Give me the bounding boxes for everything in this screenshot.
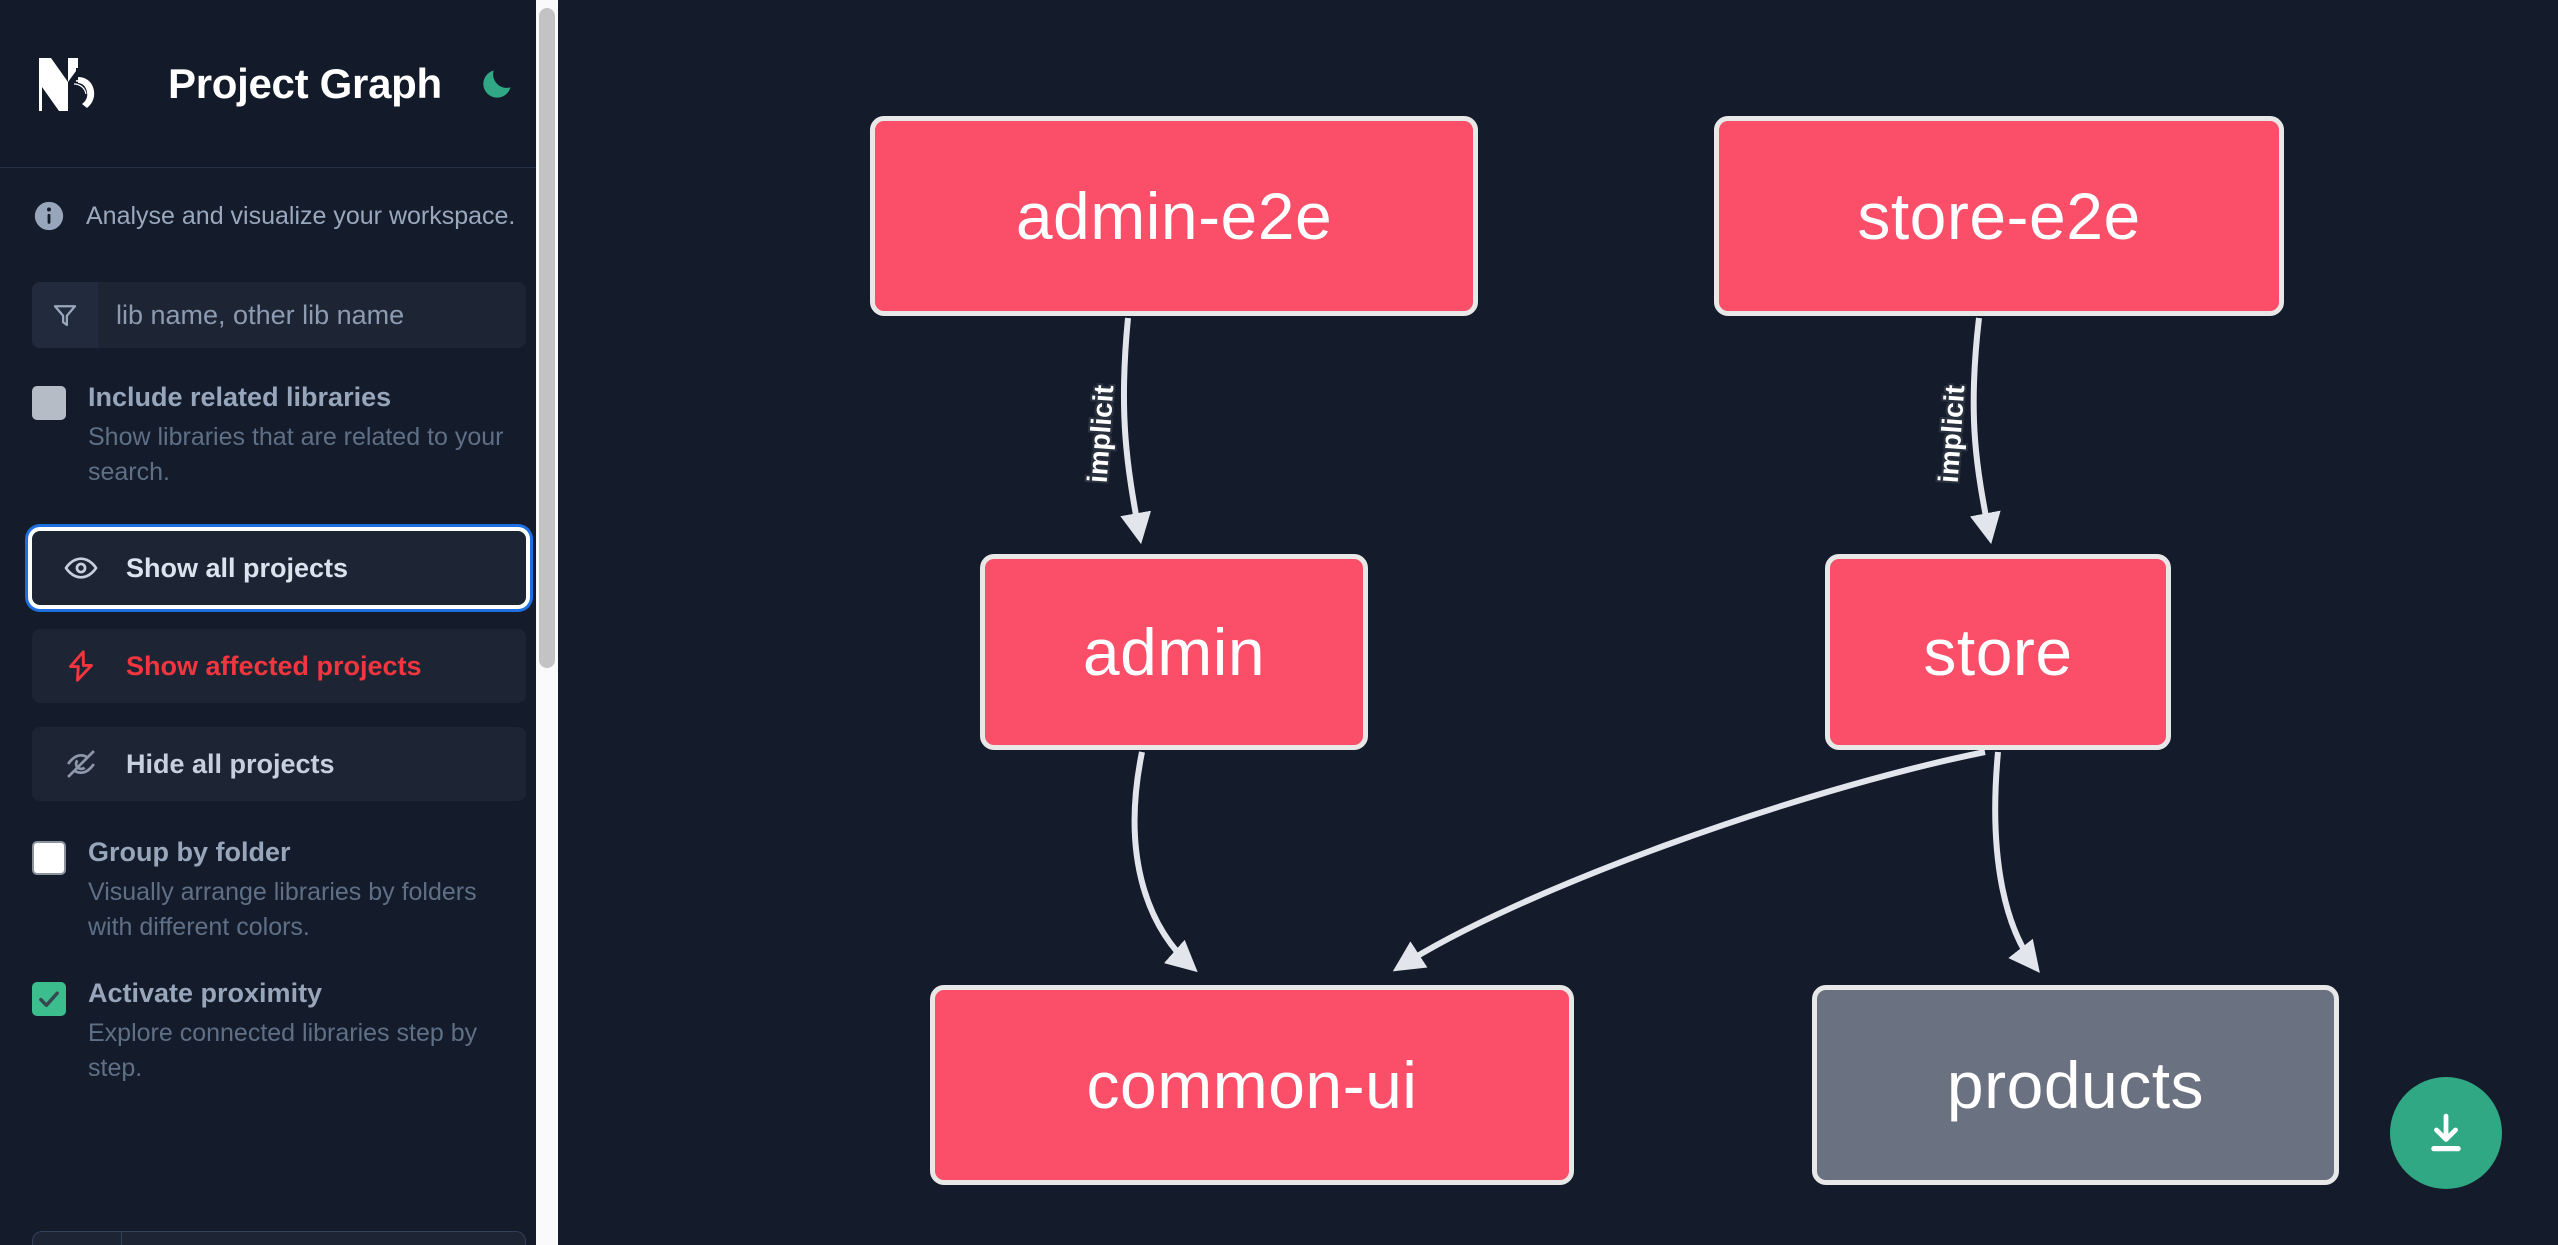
- graph-canvas[interactable]: admin-e2e store-e2e admin store common-u…: [558, 0, 2558, 1245]
- filter-icon: [32, 282, 98, 348]
- edge-label-implicit-admin: implicit: [1081, 383, 1120, 484]
- checkbox-activate-proximity[interactable]: Activate proximity Explore connected lib…: [0, 978, 558, 1085]
- hide-all-projects-button[interactable]: Hide all projects: [32, 727, 526, 802]
- sidebar-bottom-control-peek[interactable]: [32, 1231, 526, 1245]
- sidebar-scrollbar[interactable]: [536, 0, 558, 1245]
- checkbox-box-include-related[interactable]: [32, 386, 66, 420]
- hide-all-projects-label: Hide all projects: [126, 748, 335, 779]
- sidebar-scrollbar-thumb[interactable]: [539, 8, 555, 668]
- graph-node-common-ui[interactable]: common-ui: [930, 985, 1574, 1185]
- checkbox-label-activate-proximity: Activate proximity: [88, 978, 323, 1009]
- moon-icon[interactable]: [476, 63, 518, 105]
- checkbox-group-by-folder[interactable]: Group by folder Visually arrange librari…: [0, 837, 558, 944]
- edge-store-products: [1992, 751, 2040, 973]
- search-input[interactable]: [98, 282, 526, 348]
- graph-node-label: store-e2e: [1857, 179, 2141, 253]
- graph-node-label: admin: [1082, 615, 1266, 689]
- graph-node-products[interactable]: products: [1812, 985, 2339, 1185]
- edge-label-implicit-store: implicit: [1932, 383, 1971, 484]
- edge-admin-common-ui: [1131, 751, 1198, 973]
- eye-icon: [62, 549, 100, 587]
- edge-store-common-ui: [1392, 749, 1986, 972]
- graph-node-admin[interactable]: admin: [980, 554, 1368, 750]
- checkbox-include-related-libraries[interactable]: Include related libraries Show libraries…: [0, 382, 558, 489]
- checkbox-desc-include-related: Show libraries that are related to your …: [88, 423, 504, 486]
- graph-node-store[interactable]: store: [1825, 554, 2171, 750]
- sidebar-info: Analyse and visualize your workspace.: [0, 168, 558, 264]
- search-bar[interactable]: [32, 282, 526, 348]
- edge-store-e2e-store: [1969, 317, 2001, 545]
- sidebar: Project Graph Analyse and visualize your…: [0, 0, 558, 1245]
- graph-node-label: store: [1923, 615, 2073, 689]
- page-title: Project Graph: [168, 59, 442, 107]
- sidebar-info-text: Analyse and visualize your workspace.: [86, 201, 516, 230]
- graph-node-store-e2e[interactable]: store-e2e: [1714, 116, 2284, 316]
- info-icon: [32, 199, 66, 233]
- project-visibility-buttons: Show all projects Show affected projects: [0, 531, 558, 802]
- download-graph-button[interactable]: [2390, 1077, 2502, 1189]
- download-icon: [2420, 1107, 2472, 1159]
- show-all-projects-label: Show all projects: [126, 552, 349, 583]
- graph-node-label: common-ui: [1086, 1048, 1418, 1122]
- eye-off-icon: [62, 745, 100, 783]
- search-container: [0, 282, 558, 348]
- graph-edges: [1120, 317, 2040, 973]
- lightning-bolt-icon: [62, 647, 100, 685]
- show-affected-projects-button[interactable]: Show affected projects: [32, 629, 526, 704]
- checkbox-label-include-related: Include related libraries: [88, 382, 392, 412]
- checkbox-box-group-by-folder[interactable]: [32, 841, 66, 876]
- graph-node-admin-e2e[interactable]: admin-e2e: [870, 116, 1478, 316]
- graph-node-label: products: [1946, 1048, 2205, 1122]
- edge-admin-e2e-admin: [1120, 317, 1152, 545]
- checkbox-label-group-by-folder: Group by folder: [88, 837, 291, 868]
- checkbox-desc-activate-proximity: Explore connected libraries step by step…: [88, 1019, 478, 1082]
- show-all-projects-button[interactable]: Show all projects: [32, 531, 526, 606]
- checkbox-box-activate-proximity[interactable]: [32, 982, 66, 1017]
- sidebar-header: Project Graph: [0, 0, 558, 168]
- nx-logo: [32, 53, 124, 115]
- show-affected-projects-label: Show affected projects: [126, 650, 422, 681]
- graph-node-label: admin-e2e: [1015, 179, 1333, 253]
- checkbox-desc-group-by-folder: Visually arrange libraries by folders wi…: [88, 878, 477, 941]
